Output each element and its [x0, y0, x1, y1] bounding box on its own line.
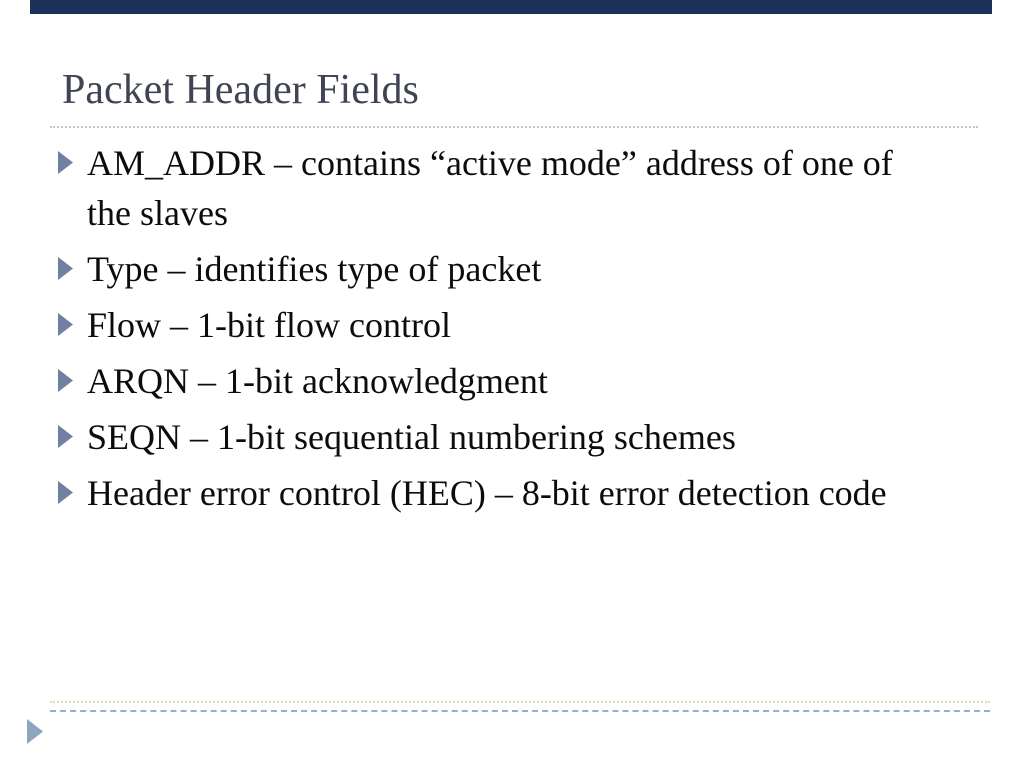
bullet-list: AM_ADDR – contains “active mode” address… — [58, 138, 930, 524]
next-slide-arrow-icon — [27, 719, 43, 744]
list-item: AM_ADDR – contains “active mode” address… — [58, 138, 930, 238]
bullet-arrow-icon — [58, 369, 73, 392]
bullet-arrow-icon — [58, 151, 73, 174]
list-item: ARQN – 1-bit acknowledgment — [58, 356, 930, 406]
bullet-text: Flow – 1-bit flow control — [87, 305, 451, 345]
footer-divider — [50, 710, 990, 712]
bullet-arrow-icon — [58, 313, 73, 336]
bullet-arrow-icon — [58, 257, 73, 280]
list-item: Header error control (HEC) – 8-bit error… — [58, 468, 930, 518]
footer-divider-accent — [50, 701, 990, 703]
top-accent-bar — [30, 0, 992, 14]
bullet-text: Type – identifies type of packet — [87, 249, 542, 289]
bullet-text: Header error control (HEC) – 8-bit error… — [87, 473, 887, 513]
bullet-text: ARQN – 1-bit acknowledgment — [87, 361, 548, 401]
list-item: SEQN – 1-bit sequential numbering scheme… — [58, 412, 930, 462]
bullet-arrow-icon — [58, 425, 73, 448]
bullet-text: AM_ADDR – contains “active mode” address… — [87, 143, 893, 233]
list-item: Type – identifies type of packet — [58, 244, 930, 294]
title-divider — [50, 126, 978, 128]
list-item: Flow – 1-bit flow control — [58, 300, 930, 350]
bullet-text: SEQN – 1-bit sequential numbering scheme… — [87, 417, 736, 457]
bullet-arrow-icon — [58, 481, 73, 504]
slide-title: Packet Header Fields — [62, 67, 419, 113]
